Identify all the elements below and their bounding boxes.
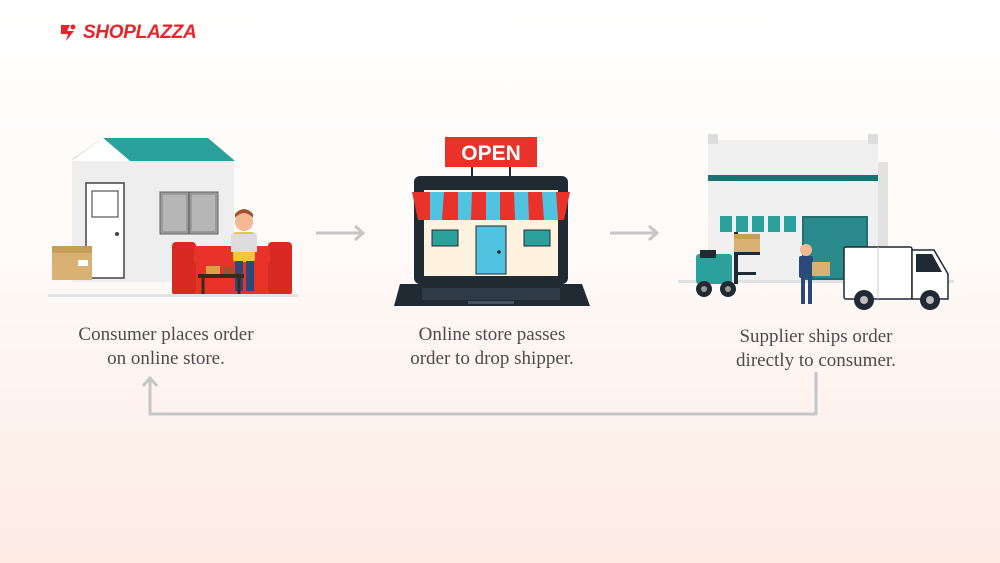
step2-caption-line2: order to drop shipper. (410, 348, 574, 369)
step2-caption: Online store passes order to drop shippe… (362, 323, 622, 371)
step1-caption-line1: Consumer places order (78, 324, 254, 345)
step1-caption: Consumer places order on online store. (36, 323, 296, 371)
warehouse-supplier-icon (678, 134, 954, 310)
step3-caption: Supplier ships order directly to consume… (686, 325, 946, 373)
arrow-step2-to-step3 (610, 224, 660, 242)
step2-caption-line1: Online store passes (418, 324, 566, 345)
return-arrow-step3-to-step1 (141, 372, 818, 416)
open-sign-text: OPEN (461, 142, 521, 165)
step3-caption-line2: directly to consumer. (736, 350, 896, 371)
arrow-step1-to-step2 (316, 224, 366, 242)
shoplazza-logo-icon (61, 24, 76, 41)
laptop-store-icon: OPEN (394, 137, 590, 306)
brand-logo: SHOPLAZZA (58, 22, 197, 44)
house-consumer-icon (48, 138, 298, 297)
brand-name: SHOPLAZZA (83, 22, 197, 43)
step3-caption-line1: Supplier ships order (739, 326, 893, 347)
step1-caption-line2: on online store. (107, 348, 225, 369)
